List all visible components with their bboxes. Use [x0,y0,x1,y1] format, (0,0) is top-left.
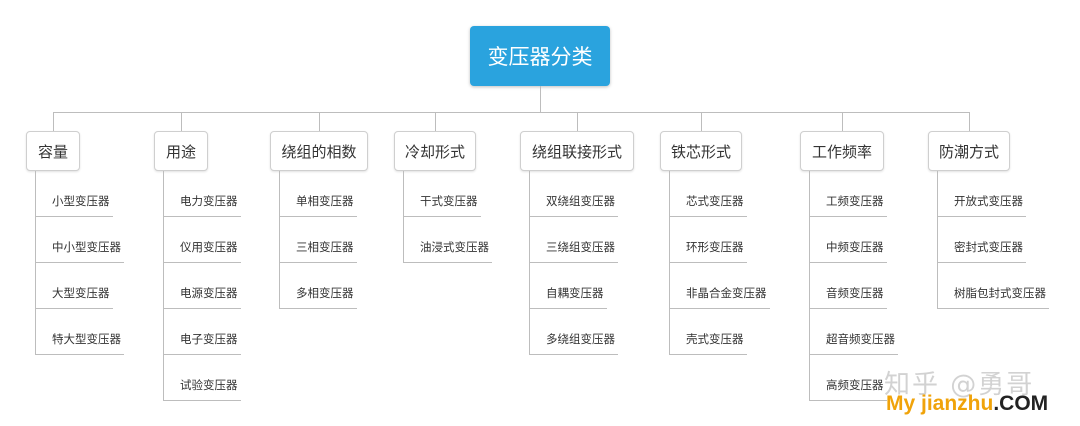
leaf-underline [937,308,1049,309]
leaf-underline [35,354,124,355]
zhihu-watermark: 知乎 @勇哥 [884,370,1035,400]
leaf-node: 单相变压器 [296,194,354,208]
category-node: 容量 [26,131,80,171]
leaf-underline [163,308,241,309]
leaf-underline [809,354,898,355]
site-watermark-brand: My jianzhu [886,392,994,415]
category-node: 工作频率 [800,131,884,171]
category-node: 用途 [154,131,208,171]
category-connector [577,112,578,131]
root-connector [540,86,541,112]
branch-line [809,171,810,400]
leaf-underline [279,216,357,217]
site-watermark: My jianzhu.COM [886,392,1048,416]
leaf-node: 试验变压器 [180,378,238,392]
leaf-underline [529,354,618,355]
leaf-node: 自耦变压器 [546,286,604,300]
category-bus-line [53,112,969,113]
category-node: 铁芯形式 [660,131,742,171]
branch-line [937,171,938,308]
leaf-underline [163,400,241,401]
category-node: 防潮方式 [928,131,1010,171]
leaf-underline [403,262,492,263]
root-node: 变压器分类 [470,26,610,86]
leaf-node: 油浸式变压器 [420,240,489,254]
leaf-node: 多相变压器 [296,286,354,300]
category-connector [319,112,320,131]
leaf-underline [529,308,607,309]
category-node: 绕组联接形式 [520,131,634,171]
branch-line [279,171,280,308]
leaf-underline [279,262,357,263]
leaf-node: 中小型变压器 [52,240,121,254]
leaf-underline [669,308,770,309]
leaf-node: 多绕组变压器 [546,332,615,346]
leaf-underline [809,308,887,309]
leaf-node: 电子变压器 [180,332,238,346]
leaf-node: 双绕组变压器 [546,194,615,208]
leaf-node: 小型变压器 [52,194,110,208]
leaf-underline [809,262,887,263]
leaf-node: 大型变压器 [52,286,110,300]
leaf-node: 芯式变压器 [686,194,744,208]
category-connector [53,112,54,131]
leaf-underline [669,354,747,355]
leaf-underline [403,216,481,217]
category-connector [435,112,436,131]
category-connector [969,112,970,131]
leaf-underline [809,216,887,217]
leaf-node: 开放式变压器 [954,194,1023,208]
category-node: 冷却形式 [394,131,476,171]
leaf-node: 密封式变压器 [954,240,1023,254]
leaf-underline [35,262,124,263]
leaf-node: 电源变压器 [180,286,238,300]
category-node: 绕组的相数 [270,131,368,171]
leaf-underline [529,216,618,217]
leaf-underline [163,262,241,263]
leaf-underline [937,216,1026,217]
leaf-underline [35,308,113,309]
leaf-underline [279,308,357,309]
leaf-node: 壳式变压器 [686,332,744,346]
leaf-underline [669,216,747,217]
leaf-node: 电力变压器 [180,194,238,208]
leaf-node: 环形变压器 [686,240,744,254]
category-connector [701,112,702,131]
leaf-node: 特大型变压器 [52,332,121,346]
leaf-underline [669,262,747,263]
leaf-node: 三绕组变压器 [546,240,615,254]
leaf-underline [163,354,241,355]
leaf-node: 仪用变压器 [180,240,238,254]
leaf-underline [937,262,1026,263]
leaf-node: 工频变压器 [826,194,884,208]
leaf-underline [809,400,887,401]
leaf-node: 干式变压器 [420,194,478,208]
leaf-node: 非晶合金变压器 [686,286,767,300]
category-connector [181,112,182,131]
site-watermark-suffix: .COM [993,392,1049,415]
category-connector [842,112,843,131]
branch-line [163,171,164,400]
leaf-underline [35,216,113,217]
leaf-underline [163,216,241,217]
leaf-node: 高频变压器 [826,378,884,392]
leaf-node: 超音频变压器 [826,332,895,346]
leaf-node: 树脂包封式变压器 [954,286,1046,300]
leaf-node: 中频变压器 [826,240,884,254]
leaf-node: 音频变压器 [826,286,884,300]
leaf-node: 三相变压器 [296,240,354,254]
leaf-underline [529,262,618,263]
